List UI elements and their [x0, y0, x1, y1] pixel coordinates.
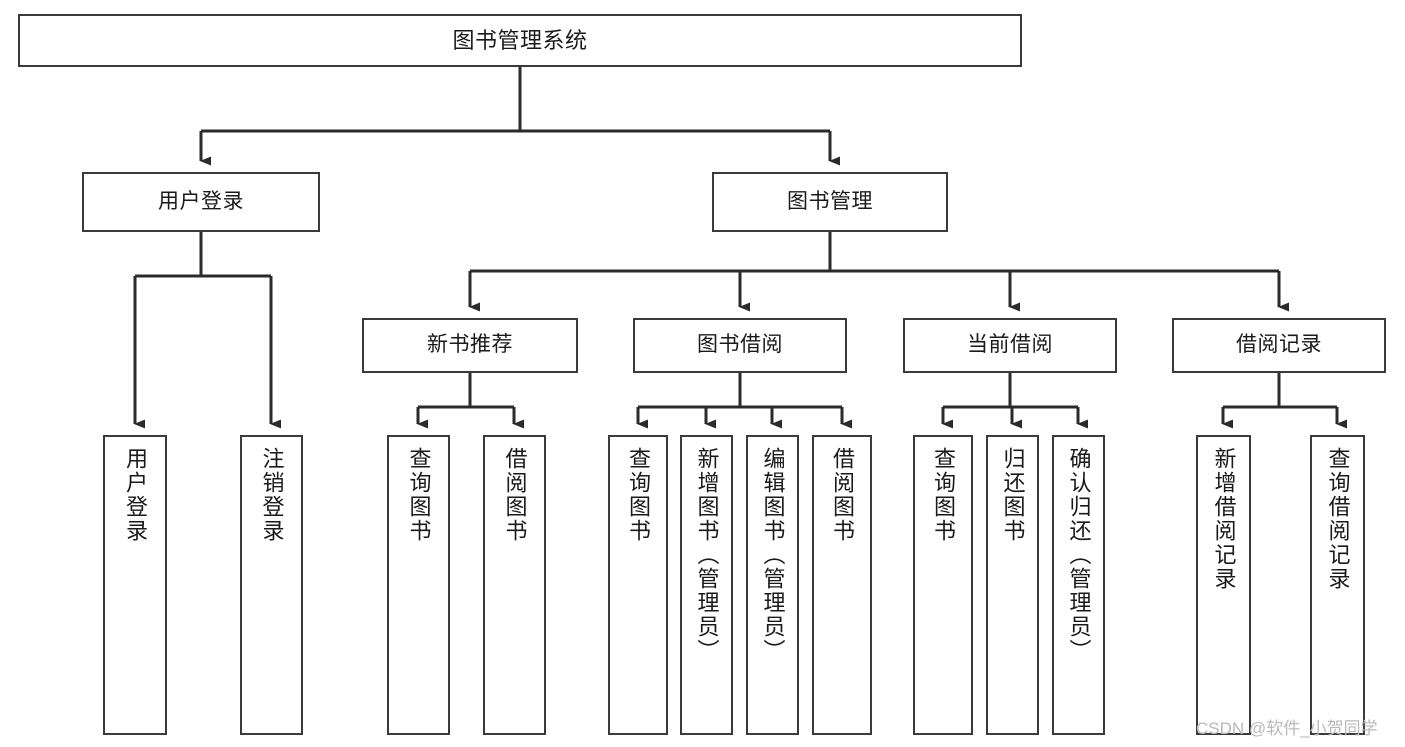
node-new-book-recommend[interactable]: 新书推荐	[362, 318, 578, 373]
node-leaf-borrow-book-recommend[interactable]: 借阅图书	[483, 435, 546, 735]
node-label: 新增借阅记录	[1211, 447, 1237, 591]
node-leaf-add-book[interactable]: 新增图书（管理员）	[680, 435, 733, 735]
node-label: 借阅图书	[830, 447, 855, 543]
node-leaf-return-book[interactable]: 归还图书	[986, 435, 1039, 735]
node-leaf-logout[interactable]: 注销登录	[240, 435, 303, 735]
node-label: 新书推荐	[427, 333, 513, 357]
node-leaf-user-login[interactable]: 用户登录	[103, 435, 167, 735]
node-label: 图书管理	[787, 189, 873, 213]
node-borrow-record[interactable]: 借阅记录	[1172, 318, 1386, 373]
node-label: 查询借阅记录	[1325, 447, 1351, 591]
node-leaf-query-borrow-record[interactable]: 查询借阅记录	[1310, 435, 1365, 735]
node-leaf-borrow-book[interactable]: 借阅图书	[812, 435, 872, 735]
node-label: 新增图书（管理员）	[694, 447, 720, 663]
node-book-borrow[interactable]: 图书借阅	[633, 318, 847, 373]
node-leaf-add-borrow-record[interactable]: 新增借阅记录	[1196, 435, 1251, 735]
node-leaf-edit-book[interactable]: 编辑图书（管理员）	[746, 435, 799, 735]
node-label: 确认归还（管理员）	[1066, 447, 1092, 663]
node-label: 查询图书	[626, 447, 651, 543]
node-label: 图书管理系统	[452, 27, 588, 53]
node-label: 当前借阅	[967, 333, 1053, 357]
node-label: 查询图书	[406, 447, 432, 543]
node-leaf-query-book-recommend[interactable]: 查询图书	[387, 435, 450, 735]
node-label: 借阅记录	[1236, 333, 1322, 357]
node-label: 查询图书	[931, 447, 956, 543]
node-label: 编辑图书（管理员）	[760, 447, 786, 663]
node-label: 归还图书	[1000, 447, 1026, 543]
node-label: 图书借阅	[697, 333, 783, 357]
node-user-login[interactable]: 用户登录	[82, 172, 320, 232]
node-leaf-query-book-current[interactable]: 查询图书	[913, 435, 973, 735]
node-root-system[interactable]: 图书管理系统	[18, 14, 1022, 67]
node-label: 用户登录	[158, 189, 244, 213]
node-current-borrow[interactable]: 当前借阅	[903, 318, 1117, 373]
node-label: 注销登录	[259, 447, 285, 543]
node-label: 借阅图书	[502, 447, 528, 543]
node-leaf-query-book-borrow[interactable]: 查询图书	[608, 435, 668, 735]
node-leaf-confirm-return[interactable]: 确认归还（管理员）	[1052, 435, 1105, 735]
node-book-management[interactable]: 图书管理	[712, 172, 948, 232]
node-label: 用户登录	[123, 447, 148, 543]
